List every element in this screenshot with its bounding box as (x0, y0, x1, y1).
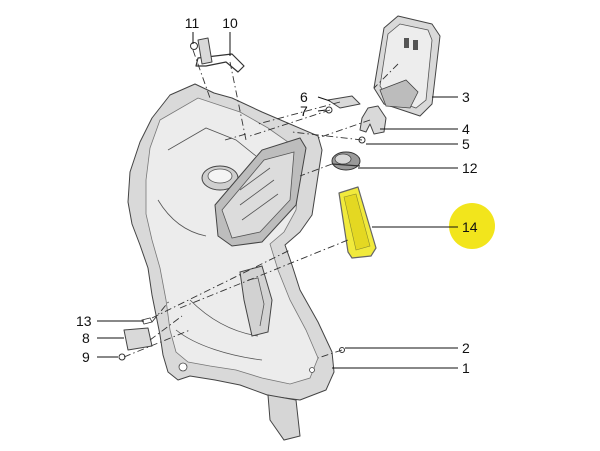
callout-11: 11 (185, 15, 200, 31)
callout-labels: 11 10 3 6 7 4 5 12 14 13 8 9 2 1 (76, 15, 478, 376)
clip-part-10-11 (190, 37, 245, 73)
callout-5: 5 (462, 136, 470, 152)
glovebox-door-part-3 (373, 15, 441, 117)
hinge-bracket-part-4 (359, 105, 387, 135)
callout-7: 7 (300, 103, 308, 119)
highlighted-part-14 (338, 186, 377, 259)
assembly-lines (123, 49, 399, 359)
callout-10: 10 (222, 15, 238, 31)
callout-13: 13 (76, 313, 92, 329)
callout-14: 14 (462, 219, 478, 235)
cover-plate-part-8 (123, 327, 153, 351)
callout-1: 1 (462, 360, 470, 376)
callout-6: 6 (300, 89, 308, 105)
callout-8: 8 (82, 330, 90, 346)
callout-12: 12 (462, 160, 478, 176)
hinge-part-6 (327, 95, 361, 109)
callout-4: 4 (462, 121, 470, 137)
callout-highlight-circle (449, 203, 495, 249)
lock-part-12 (331, 151, 361, 171)
leader-lines (97, 32, 458, 369)
callout-9: 9 (82, 349, 90, 365)
inner-shield-panel (127, 83, 335, 441)
callout-3: 3 (462, 89, 470, 105)
callout-2: 2 (462, 340, 470, 356)
